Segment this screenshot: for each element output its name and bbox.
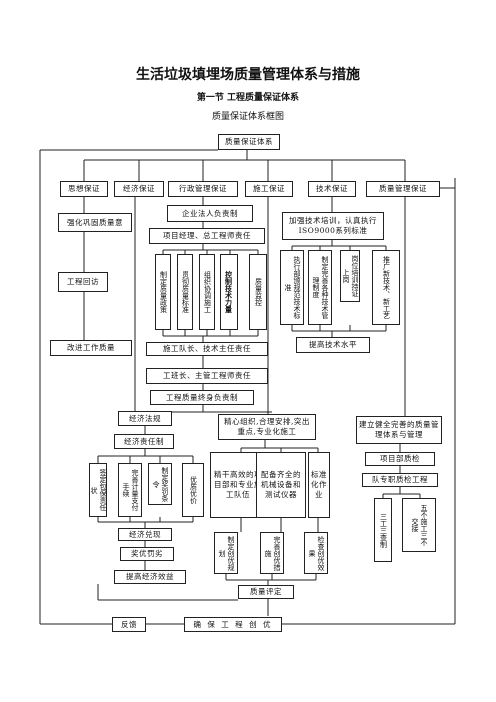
node-construction-guarantee: 施工保证 bbox=[245, 181, 293, 197]
node-check-excellence-effect: 检查创优效果 bbox=[304, 532, 328, 574]
node-technical-training-iso9000: 加强技术培训，认真执行ISO9000系列标准 bbox=[282, 212, 384, 240]
node-technical-guarantee: 技术保证 bbox=[308, 181, 356, 197]
node-admin-guarantee: 行政管理保证 bbox=[168, 181, 238, 197]
section-heading: 第一节 工程质量保证体系 bbox=[196, 93, 300, 103]
node-improve-technical-level: 提高技术水平 bbox=[296, 337, 370, 353]
node-project-revisit: 工程回访 bbox=[58, 272, 108, 292]
node-quality-mgmt-guarantee: 质量管理保证 bbox=[366, 181, 440, 197]
node-standardized-operation: 标准化作业 bbox=[308, 452, 330, 518]
node-reward-excellent-punish-poor: 奖优罚劣 bbox=[120, 547, 174, 561]
node-strengthen-quality-awareness: 强化巩固质量意 bbox=[58, 213, 132, 232]
node-formulate-excellence-plan: 制定创优规划 bbox=[214, 532, 238, 574]
node-implement-quality-standard: 贯彻质量标准 bbox=[177, 254, 193, 330]
node-careful-organization: 精心组织,合理安排,突出重点,专业化施工 bbox=[218, 414, 316, 440]
node-economic-guarantee: 经济保证 bbox=[114, 181, 164, 197]
node-execute-standards: 执行部颁规范技术标准 bbox=[280, 250, 304, 325]
node-quality-evaluation: 质量评定 bbox=[238, 585, 294, 599]
node-team-inspection-engineer: 队专职质检工程 bbox=[362, 473, 438, 487]
node-quality-price: 优质优价 bbox=[182, 463, 204, 517]
node-three-work-three-check: 三工三查制 bbox=[374, 498, 392, 562]
node-coordinate-construction: 组织协调施工 bbox=[199, 254, 215, 330]
node-economic-fulfillment: 经济兑现 bbox=[118, 528, 172, 541]
node-five-no-construction: 五不施工三不交接 bbox=[402, 498, 436, 552]
node-post-training-certification: 岗位培训持证上岗 bbox=[340, 250, 360, 302]
node-lifelong-quality-responsibility: 工程质量终身负责制 bbox=[150, 390, 254, 405]
node-technical-management-system: 制定完善各种技术管理制度 bbox=[308, 250, 332, 325]
page-title: 生活垃圾填埋场质量管理体系与措施 bbox=[136, 67, 360, 83]
node-sign-responsibility-contract: 签定包保责任状 bbox=[89, 463, 107, 517]
node-equipment-instruments: 配备齐全的机械设备和测试仪器 bbox=[256, 452, 306, 518]
node-site-supervisor-responsibility: 施工队长、技术主任责任 bbox=[146, 342, 268, 356]
node-thought-guarantee: 思想保证 bbox=[60, 181, 108, 197]
node-quality-monitoring: 质量监控 bbox=[249, 254, 267, 330]
node-improve-work-quality: 改进工作质量 bbox=[50, 340, 132, 356]
node-ensure-project-excellence: 确 保 工 程 创 优 bbox=[184, 617, 282, 632]
node-feedback: 反馈 bbox=[112, 617, 146, 632]
node-economic-regulations: 经济法规 bbox=[118, 411, 172, 426]
node-promote-new-technology: 推广新技术、新工艺 bbox=[372, 250, 400, 325]
diagram-caption: 质量保证体系框图 bbox=[211, 112, 284, 122]
node-economic-responsibility: 经济责任制 bbox=[114, 434, 174, 449]
node-reward-penalty-rules: 制定奖罚条令 bbox=[148, 463, 172, 505]
node-quality-assurance-system: 质量保证体系 bbox=[218, 134, 280, 150]
node-control-technical-force: 控制技术力量 bbox=[220, 254, 238, 330]
node-perfect-excellence-measures: 完善创优措施 bbox=[260, 532, 284, 574]
node-legal-person-responsibility: 企业法人负责制 bbox=[167, 205, 253, 222]
node-improve-economic-benefit: 提高经济效益 bbox=[114, 570, 186, 584]
node-build-quality-system: 建立健全完善的质量管理体系与管理 bbox=[356, 416, 442, 444]
node-formulate-quality-policy: 制定质量政策 bbox=[155, 254, 171, 330]
node-measurement-payment: 完善计量支付手续 bbox=[118, 463, 142, 517]
node-foreman-responsibility: 工班长、主管工程师责任 bbox=[146, 368, 268, 384]
node-pm-responsibility: 项目经理、总工程师责任 bbox=[149, 228, 265, 244]
node-project-dept-inspection: 项目部质检 bbox=[365, 452, 435, 466]
